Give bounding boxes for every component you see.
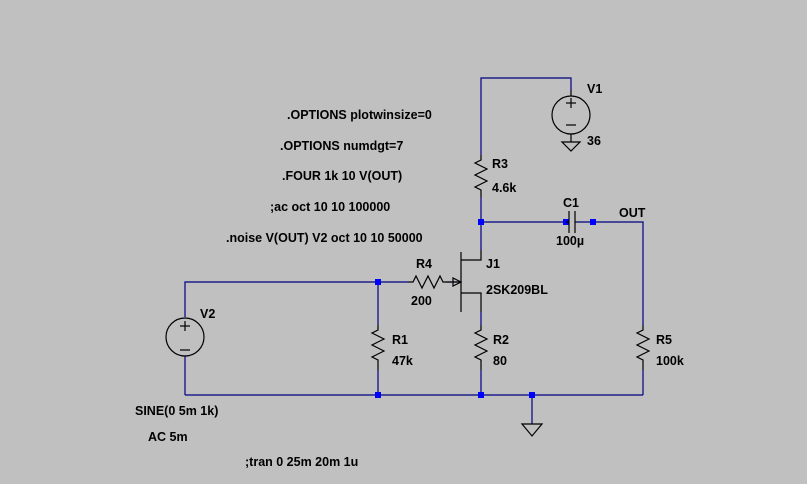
label-v1-value: 36 xyxy=(587,134,601,148)
junction-gnd xyxy=(529,392,535,398)
label-j1-value: 2SK209BL xyxy=(486,283,548,297)
wire-v2-r4[interactable] xyxy=(184,281,408,317)
directive-options-numdgt[interactable]: .OPTIONS numdgt=7 xyxy=(280,139,403,153)
label-r2-name: R2 xyxy=(493,333,509,347)
ground-icon[interactable] xyxy=(520,423,544,437)
label-c1-name: C1 xyxy=(563,196,579,210)
source-circle-icon xyxy=(165,317,205,357)
resistor-r3[interactable] xyxy=(473,155,489,197)
resistor-r4[interactable] xyxy=(408,274,446,290)
jfet-j1[interactable] xyxy=(446,250,482,312)
label-r5-value: 100k xyxy=(656,354,684,368)
wires xyxy=(184,77,644,424)
junction-c1-right xyxy=(590,219,596,225)
label-r2-value: 80 xyxy=(493,354,507,368)
label-c1-value: 100µ xyxy=(556,234,584,248)
voltage-source-v1[interactable] xyxy=(551,90,591,152)
directive-tran-commented[interactable]: ;tran 0 25m 20m 1u xyxy=(245,455,358,469)
junction-gate-r1 xyxy=(375,279,381,285)
directive-options-plotwinsize[interactable]: .OPTIONS plotwinsize=0 xyxy=(287,108,432,122)
voltage-source-v2[interactable] xyxy=(165,317,205,357)
label-r5-name: R5 xyxy=(656,333,672,347)
resistor-r2[interactable] xyxy=(473,325,489,370)
junction-r2-gnd xyxy=(478,392,484,398)
label-v2-value: SINE(0 5m 1k) xyxy=(135,404,218,418)
label-out-net: OUT xyxy=(619,206,646,220)
label-r3-name: R3 xyxy=(492,157,508,171)
wire-c1-r5[interactable] xyxy=(577,221,644,325)
label-v2-name: V2 xyxy=(200,307,215,321)
gate-arrow-icon xyxy=(452,277,463,287)
directive-ac-commented[interactable]: ;ac oct 10 10 100000 xyxy=(270,200,390,214)
ground-icon-v1 xyxy=(560,141,582,152)
label-v1-name: V1 xyxy=(587,82,602,96)
label-r4-value: 200 xyxy=(411,294,432,308)
junction-drain xyxy=(478,219,484,225)
wire-v1-r3[interactable] xyxy=(480,77,572,155)
junction-r1-gnd xyxy=(375,392,381,398)
label-j1-name: J1 xyxy=(486,257,500,271)
label-v2-ac: AC 5m xyxy=(148,430,188,444)
label-r4-name: R4 xyxy=(416,257,432,271)
directive-noise[interactable]: .noise V(OUT) V2 oct 10 10 50000 xyxy=(226,231,423,245)
directive-four[interactable]: .FOUR 1k 10 V(OUT) xyxy=(282,169,402,183)
label-r1-name: R1 xyxy=(392,333,408,347)
resistor-r1[interactable] xyxy=(370,325,386,370)
label-r3-value: 4.6k xyxy=(492,181,516,195)
label-r1-value: 47k xyxy=(392,354,413,368)
capacitor-c1[interactable] xyxy=(566,211,577,233)
resistor-r5[interactable] xyxy=(635,325,651,370)
